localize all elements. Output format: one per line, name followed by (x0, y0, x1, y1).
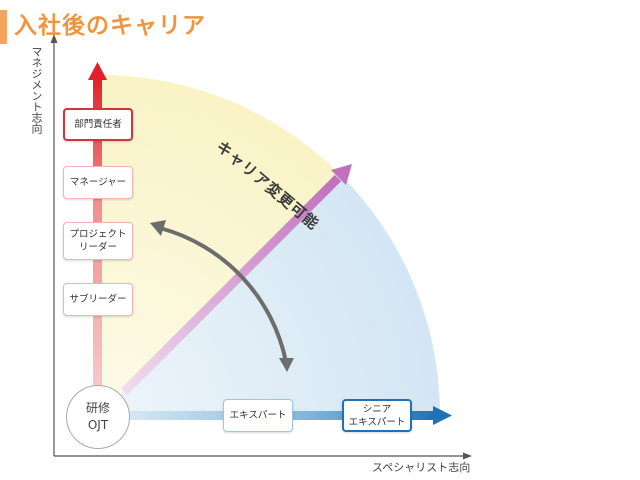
x-axis-arrowhead (463, 452, 472, 460)
diagonal-arrow-shaft (120, 174, 342, 396)
level-box-manager: マネージャー (63, 166, 133, 199)
career-change-curve (159, 226, 288, 363)
specialist-arrowhead (433, 406, 452, 425)
level-box-project-leader: プロジェクト リーダー (63, 222, 133, 260)
y-axis-arrowhead (50, 34, 58, 43)
career-change-arrowhead-bottom (279, 358, 294, 372)
title-accent-bar (0, 10, 7, 44)
origin-training-ojt: 研修 OJT (66, 385, 130, 449)
career-change-arrowhead-top (150, 220, 166, 236)
specialist-area (100, 174, 440, 415)
x-axis-label: スペシャリスト志向 (372, 461, 471, 474)
y-axis-label: マネジメント志向 (30, 46, 43, 134)
level-box-sub-leader: サブリーダー (63, 283, 133, 316)
spec-box-senior-expert: シニア エキスパート (342, 399, 412, 432)
diagonal-arrowhead (331, 164, 352, 185)
level-box-department-head: 部門責任者 (63, 108, 133, 141)
spec-box-expert: エキスパート (223, 399, 293, 432)
management-area (100, 75, 341, 415)
page-title: 入社後のキャリア (14, 13, 206, 39)
management-arrowhead (88, 62, 107, 80)
